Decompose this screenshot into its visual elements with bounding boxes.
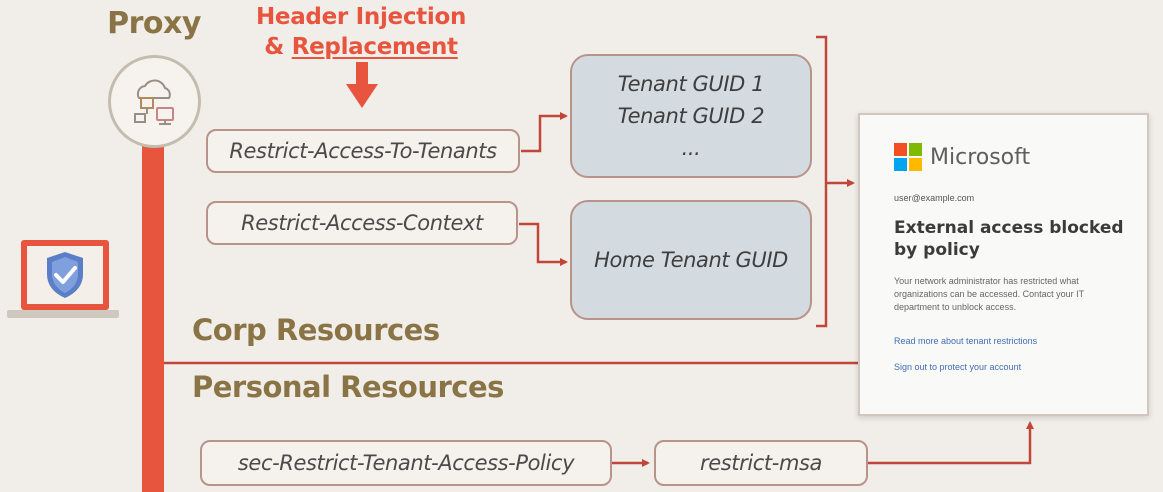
header-injection-title: Header Injection & Replacement [246,2,476,62]
header-restrict-msa: restrict-msa [654,440,868,486]
header-restrict-access-context: Restrict-Access-Context [206,201,518,245]
tenant-guid-list: Tenant GUID 1 Tenant GUID 2 ... [570,54,812,178]
header-restrict-access-to-tenants: Restrict-Access-To-Tenants [206,129,520,173]
ms-brand-name: Microsoft [930,144,1031,170]
proxy-line [142,140,164,492]
microsoft-logo-icon [894,143,922,171]
home-tenant-label: Home Tenant GUID [594,248,788,272]
ms-user-email: user@example.com [894,193,975,203]
replacement-word: Replacement [291,34,458,60]
sign-out-link[interactable]: Sign out to protect your account [894,362,1022,372]
connector-context [519,222,568,266]
ms-header: Microsoft [894,143,1127,171]
header-sec-restrict-tenant-access-policy: sec-Restrict-Tenant-Access-Policy [200,440,612,486]
connector-msa [868,421,1034,465]
tenant-guid-item: ... [681,136,701,160]
microsoft-block-page: Microsoft user@example.com External acce… [858,113,1149,416]
home-tenant-guid: Home Tenant GUID [570,200,812,320]
connector-tenants [521,112,568,153]
tenant-guid-item: Tenant GUID 1 [617,72,765,96]
ms-body-text: Your network administrator has restricte… [894,276,1084,312]
personal-resources-label: Personal Resources [192,370,504,404]
tenant-guid-item: Tenant GUID 2 [617,104,765,128]
header-injection-line2: & Replacement [264,34,458,60]
corp-resources-label: Corp Resources [192,313,440,347]
read-more-link[interactable]: Read more about tenant restrictions [894,336,1038,346]
shield-check-laptop-icon [7,240,119,318]
header-injection-line1: Header Injection [255,4,467,30]
proxy-title: Proxy [107,6,201,41]
proxy-node [108,55,201,148]
cloud-network-icon [133,79,174,125]
ms-heading: External access blocked by policy [894,218,1124,260]
down-arrow [346,62,378,108]
bracket [816,35,828,328]
